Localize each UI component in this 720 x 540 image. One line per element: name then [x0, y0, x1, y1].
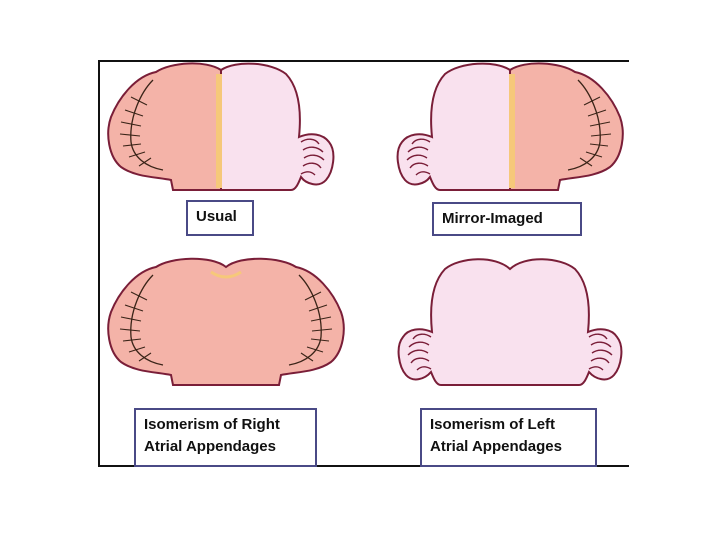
frame-left-border [98, 60, 100, 467]
atrial-diagram-mirror [396, 62, 624, 191]
atrial-diagram-right-isomerism [107, 257, 345, 386]
bilateral-left-appendages [397, 258, 623, 386]
left-atrium-half [220, 62, 335, 191]
label-line: Usual [196, 208, 237, 225]
atrial-diagram-left-isomerism [397, 258, 623, 386]
label-line: Isomerism of Right [144, 416, 280, 433]
label-usual: Usual [186, 200, 254, 236]
right-atrium-half [107, 62, 222, 191]
label-isomerism-right: Isomerism of Right Atrial Appendages [134, 408, 317, 467]
label-line: Mirror-Imaged [442, 210, 543, 227]
bilateral-right-appendages [107, 257, 345, 386]
left-atrium-half [396, 62, 511, 191]
label-line: Atrial Appendages [430, 438, 562, 455]
label-isomerism-left: Isomerism of Left Atrial Appendages [420, 408, 597, 467]
label-line: Isomerism of Left [430, 416, 556, 433]
right-atrium-half [509, 62, 624, 191]
figure-frame: Usual Mirror-Imaged Isomerism of Right A… [98, 60, 629, 467]
frame-bottom-border [98, 465, 629, 467]
atrial-diagram-usual [107, 62, 335, 191]
label-line: Atrial Appendages [144, 438, 276, 455]
frame-top-border [98, 60, 629, 62]
label-mirror-imaged: Mirror-Imaged [432, 202, 582, 236]
